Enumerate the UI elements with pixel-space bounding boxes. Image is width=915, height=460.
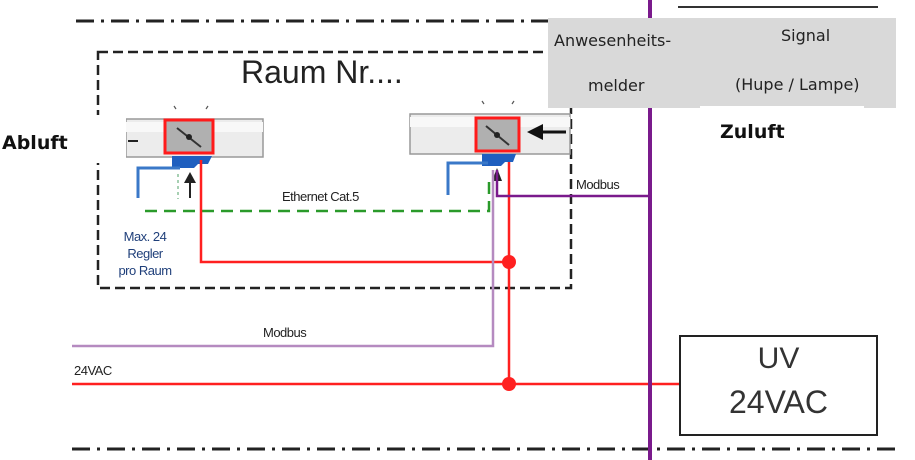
uv-box-line2: 24VAC	[728, 384, 828, 420]
presence-sensor-line2: melder	[588, 76, 645, 95]
exhaust-damper	[163, 118, 215, 168]
exhaust-arrow-icon	[184, 172, 196, 198]
vac-line-label: 24VAC	[74, 363, 112, 378]
room-title: Raum Nr....	[241, 54, 403, 90]
signal-line1: Signal	[781, 26, 831, 45]
overlay-box	[548, 18, 896, 108]
overlay-gap	[700, 106, 864, 112]
modbus-label-bottom: Modbus	[263, 325, 307, 340]
power-junction-main	[502, 377, 516, 391]
zuluft-label: Zuluft	[720, 121, 785, 143]
signal-line2: (Hupe / Lampe)	[735, 75, 860, 94]
damper-marks	[173, 100, 515, 110]
modbus-line-bottom	[72, 170, 495, 348]
airflow-arrow-icon	[527, 124, 566, 140]
modbus-label-right: Modbus	[576, 177, 620, 192]
presence-sensor-line1: Anwesenheits-	[554, 31, 672, 50]
power-junction-room	[502, 255, 516, 269]
max-controllers-line1: Max. 24	[123, 229, 167, 244]
ethernet-cable	[145, 180, 491, 213]
supply-damper	[474, 116, 521, 166]
supply-actuator-wire	[446, 161, 488, 195]
power-line-room	[199, 160, 509, 264]
max-controllers-line3: pro Raum	[118, 263, 172, 278]
abluft-label: Abluft	[2, 132, 68, 154]
exhaust-actuator-wire	[136, 166, 180, 198]
ethernet-label: Ethernet Cat.5	[282, 189, 359, 204]
modbus-line-right	[495, 170, 650, 198]
uv-box-line1: UV	[757, 342, 800, 375]
uv-box	[679, 335, 878, 436]
room-boundary	[96, 50, 573, 290]
max-controllers-line2: Regler	[127, 246, 163, 261]
label-mask	[78, 115, 126, 163]
